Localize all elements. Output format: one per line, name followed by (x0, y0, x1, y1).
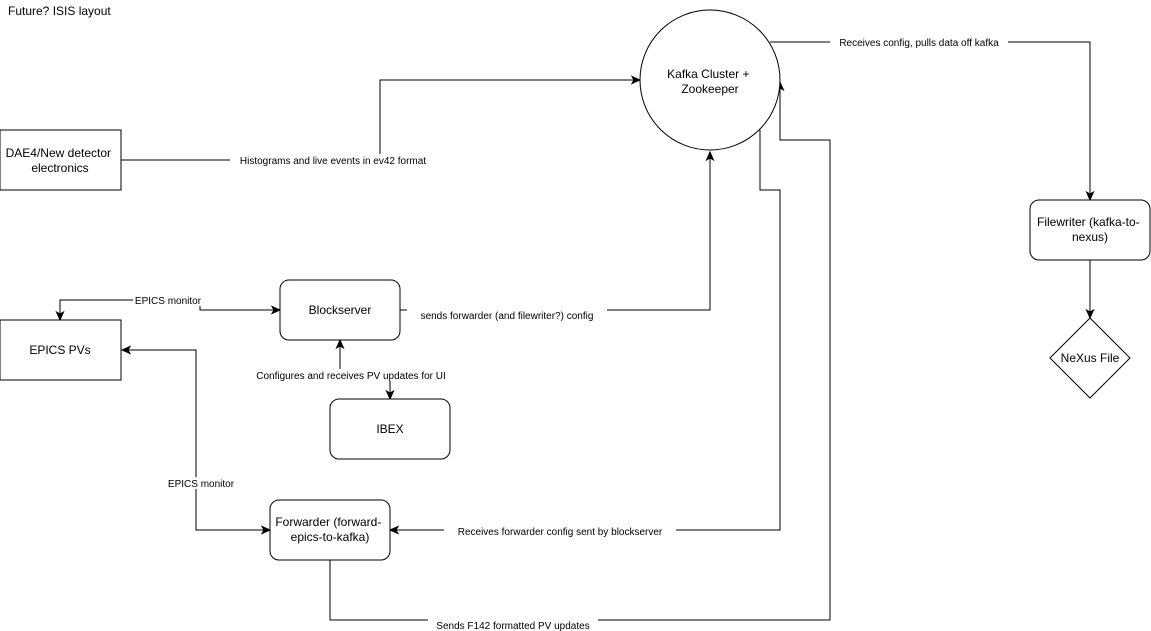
node-dae-line-1: DAE4/New detector (6, 146, 111, 160)
node-epics-pvs-label: EPICS PVs (29, 343, 90, 357)
edge-epics-monitor-bottom: EPICS monitor (122, 350, 270, 530)
node-blockserver-label: Blockserver (309, 303, 372, 317)
edge-receives-config: Receives config, pulls data off kafka (770, 36, 1090, 200)
node-epics-pvs: EPICS PVs (0, 319, 122, 381)
edge-sends-f142: Sends F142 formatted PV updates (329, 82, 831, 631)
svg-text:Forwarder (forward- epic: Forwarder (forward- epics-to-kafka) (275, 515, 384, 544)
edge-label-sends-forwarder: sends forwarder (and filewriter?) config (421, 311, 594, 322)
node-forwarder-line-1: Forwarder (forward- (275, 515, 381, 529)
node-filewriter: Filewriter (kafka-to- nexus) (1029, 199, 1151, 261)
node-kafka-line-1: Kafka Cluster + (667, 67, 749, 81)
node-dae: DAE4/New detector electronics (0, 129, 122, 191)
svg-text:Kafka Cluster + Zookeepe: Kafka Cluster + Zookeeper (667, 67, 753, 96)
node-forwarder: Forwarder (forward- epics-to-kafka) (269, 499, 391, 561)
edge-label-histograms: Histograms and live events in ev42 forma… (240, 156, 426, 167)
svg-text:Filewriter (kafka-to- ne: Filewriter (kafka-to- nexus) (1037, 215, 1143, 244)
edge-label-epics-monitor-top: EPICS monitor (135, 296, 202, 307)
node-ibex-label: IBEX (376, 422, 403, 436)
node-forwarder-line-2: epics-to-kafka) (291, 530, 370, 544)
edge-label-receives-forwarder: Receives forwarder config sent by blocks… (458, 527, 663, 538)
edge-label-receives-config: Receives config, pulls data off kafka (839, 38, 999, 49)
edge-label-epics-monitor-bottom: EPICS monitor (168, 479, 235, 490)
edge-sends-forwarder: sends forwarder (and filewriter?) config (400, 152, 710, 322)
node-nexus-label: NeXus File (1061, 351, 1120, 365)
node-filewriter-line-2: nexus) (1072, 230, 1108, 244)
node-filewriter-line-1: Filewriter (kafka-to- (1037, 215, 1140, 229)
node-ibex: IBEX (329, 398, 451, 460)
edge-receives-forwarder: Receives forwarder config sent by blocks… (390, 130, 781, 538)
edge-configures: Configures and receives PV updates for U… (245, 340, 457, 399)
node-dae-line-2: electronics (31, 161, 88, 175)
edge-histograms: Histograms and live events in ev42 forma… (121, 80, 640, 167)
node-blockserver: Blockserver (279, 279, 401, 341)
node-nexus-file: NeXus File (1049, 317, 1131, 399)
node-kafka-cluster: Kafka Cluster + Zookeeper (639, 9, 781, 151)
diagram-title: Future? ISIS layout (8, 4, 111, 18)
svg-text:DAE4/New detector electr: DAE4/New detector electronics (6, 146, 115, 175)
edge-label-configures: Configures and receives PV updates for U… (256, 371, 446, 382)
edge-label-sends-f142: Sends F142 formatted PV updates (436, 621, 589, 631)
node-kafka-line-2: Zookeeper (681, 82, 738, 96)
edge-epics-monitor-top: EPICS monitor (60, 294, 280, 320)
